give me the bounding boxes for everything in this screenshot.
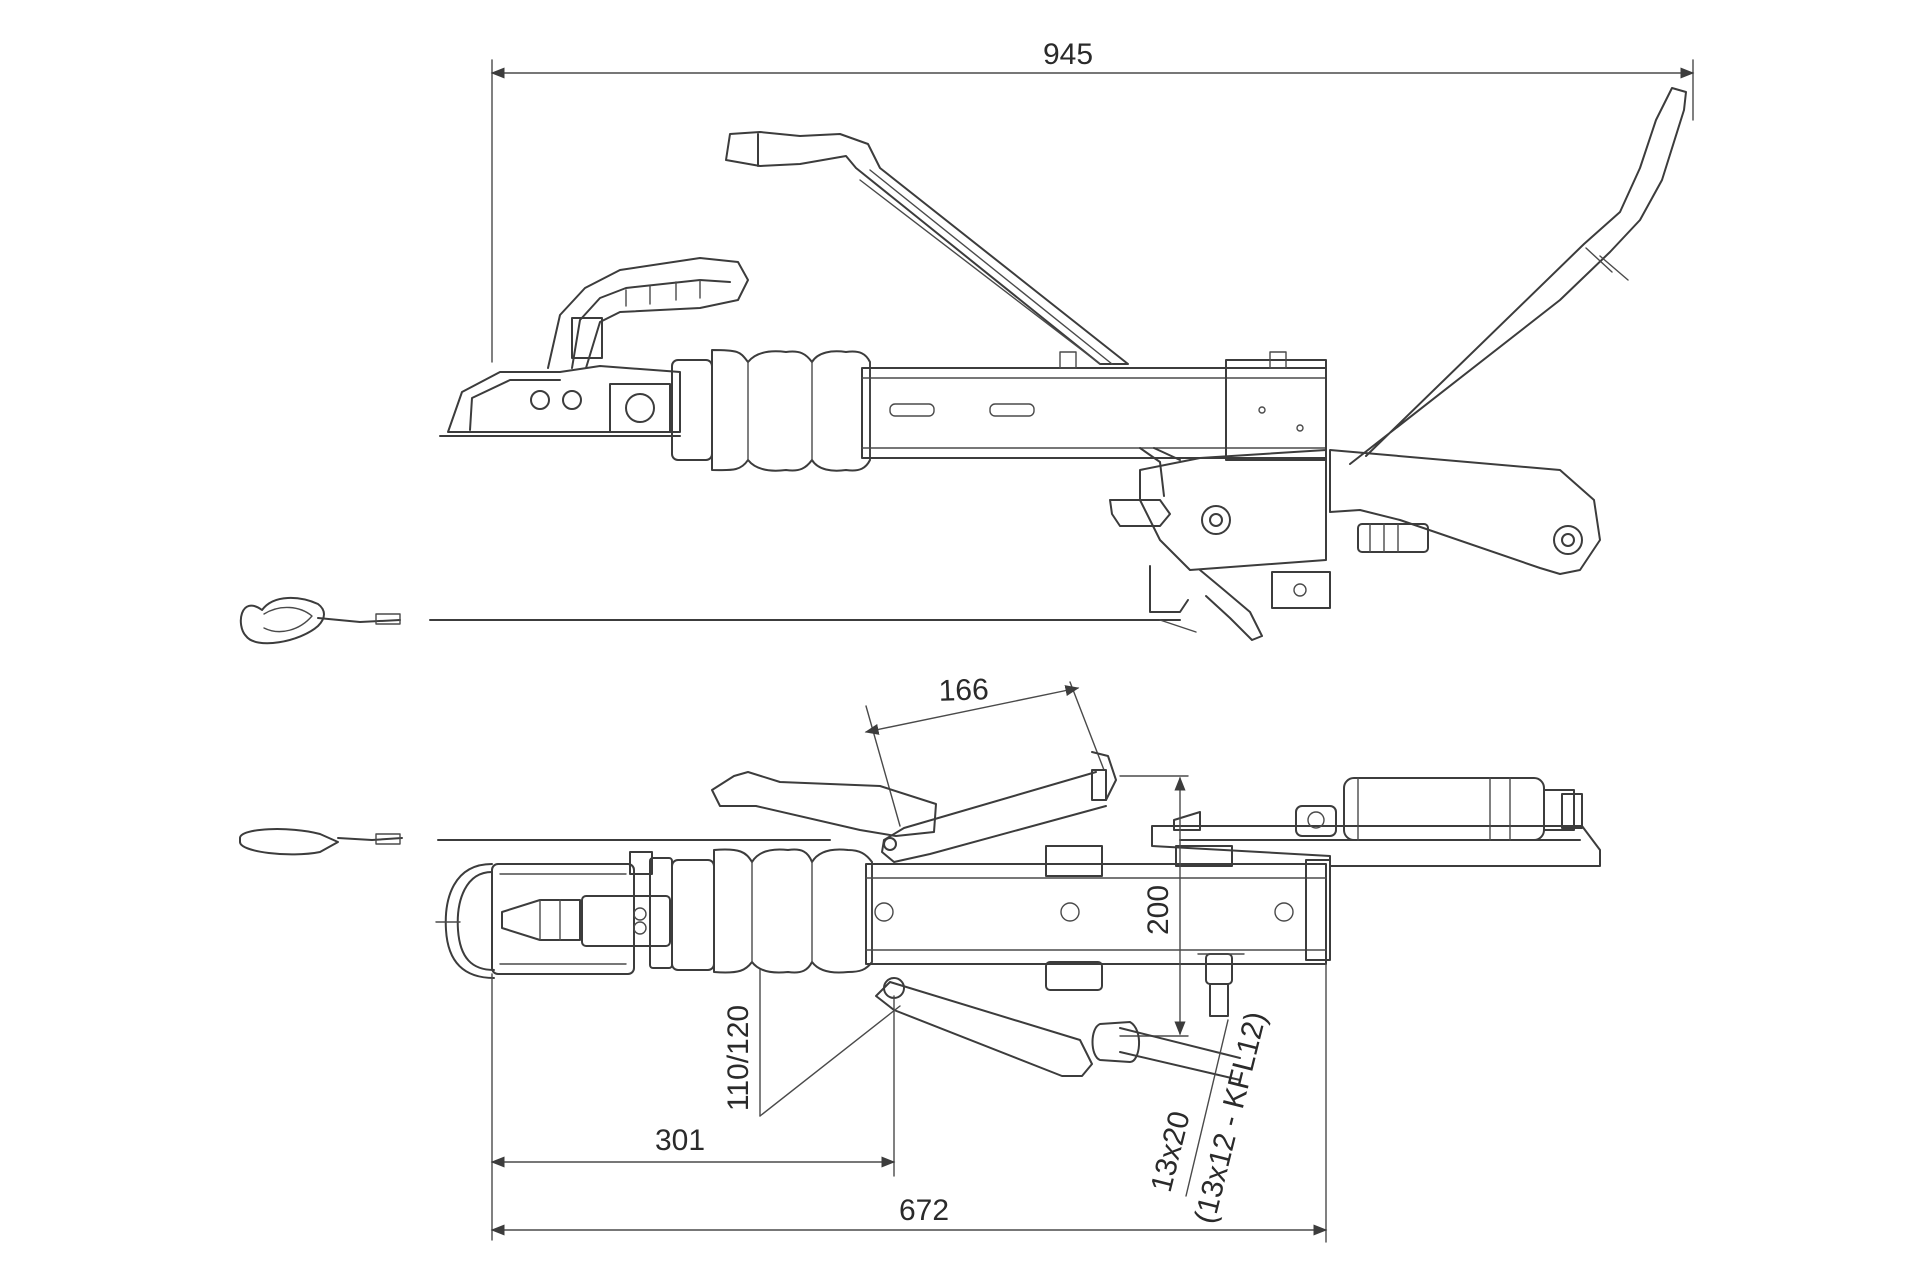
dimension-110-120: 110/120 [722, 969, 901, 1117]
drawbar-side [861, 351, 1327, 461]
lever-top [711, 751, 1117, 863]
brake-linkage [1109, 429, 1601, 641]
dimension-110-120-label: 110/120 [722, 1005, 755, 1111]
handbrake-lever [1349, 87, 1687, 465]
dimension-672: 672 [490, 963, 1328, 1243]
brake-plate-top [1151, 777, 1601, 867]
dimension-945-label: 945 [1043, 38, 1093, 71]
dimension-166: 166 [864, 673, 1105, 827]
dimension-301-label: 301 [655, 1124, 705, 1157]
coupling-head [439, 257, 749, 437]
dimension-166-label: 166 [938, 673, 989, 708]
dimension-200: 200 [1119, 775, 1189, 1037]
bellows-top [671, 848, 873, 974]
mounting-bolts [875, 953, 1245, 1081]
dimension-672-label: 672 [899, 1194, 949, 1227]
breakaway-cable-top [239, 828, 831, 856]
bolt-size-labels: 13x20 (13x12 - KFL12) [1145, 1009, 1273, 1227]
breakaway-cable [239, 596, 1197, 645]
drawbar-top [865, 845, 1331, 991]
top-view: 166 [239, 673, 1601, 1243]
dimension-945: 945 [490, 38, 1695, 363]
bolt-alt-size-label: (13x12 - KFL12) [1189, 1009, 1273, 1227]
bellows-side [671, 349, 871, 472]
lever-upper [725, 131, 1129, 365]
side-view: 945 [239, 38, 1695, 645]
dimension-301: 301 [490, 973, 896, 1241]
coupling-head-top [435, 851, 673, 979]
dimension-200-label: 200 [1142, 885, 1175, 935]
